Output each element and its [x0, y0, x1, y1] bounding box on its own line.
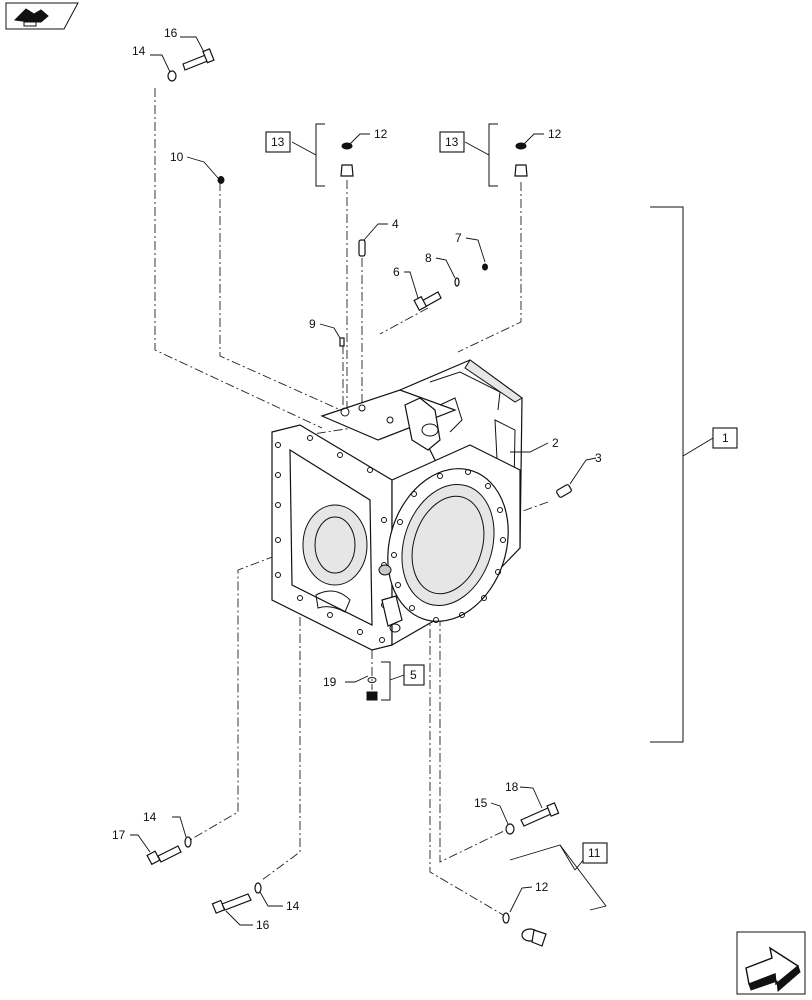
box-11[interactable]: 11: [582, 842, 608, 864]
next-arrow-icon[interactable]: [736, 931, 806, 995]
front-flange-bolts: [275, 435, 387, 643]
callout-15: 15: [474, 796, 488, 810]
box-13-right[interactable]: 13: [439, 131, 465, 153]
callout-8: 8: [425, 251, 432, 265]
housing-assembly: [271, 359, 523, 651]
svg-text:11: 11: [588, 846, 601, 860]
callout-10: 10: [170, 150, 184, 164]
plug-10: [217, 176, 225, 184]
callout-12-bottom: 12: [535, 880, 549, 894]
bolt-6: [413, 291, 442, 311]
washer-14-bottom: [254, 882, 262, 894]
svg-text:13: 13: [271, 135, 285, 149]
svg-text:1: 1: [722, 431, 729, 445]
hardware-parts: [146, 48, 572, 947]
washer-8: [454, 277, 460, 287]
seal-12-bottom: [502, 912, 510, 924]
callout-14-bottom: 14: [286, 899, 300, 913]
plug-5: [366, 691, 378, 701]
callout-labels: 16 14 10 12 12 4 7 8 6 9 2 3 19 14 17 14…: [112, 26, 602, 932]
washer-15: [505, 823, 515, 835]
callout-7: 7: [455, 231, 462, 245]
seal-19: [367, 677, 377, 683]
pin-7: [482, 263, 488, 271]
callout-17: 17: [112, 828, 126, 842]
pin-4: [358, 239, 366, 257]
pin-9: [339, 337, 345, 347]
callout-16-top: 16: [164, 26, 178, 40]
plug-13-right: [514, 164, 528, 177]
bolt-18: [520, 802, 560, 827]
callout-3: 3: [595, 451, 602, 465]
bolt-16-bottom: [211, 893, 252, 914]
seal-12-left: [341, 142, 353, 150]
callout-6: 6: [393, 265, 400, 279]
callout-14-left: 14: [143, 810, 157, 824]
bolt-16-top: [182, 48, 215, 71]
callout-16-bottom: 16: [256, 918, 270, 932]
fitting-bottom: [521, 928, 547, 947]
svg-text:13: 13: [445, 135, 459, 149]
boxed-callouts: 13 13 1 5 11: [265, 131, 738, 864]
callout-12-left: 12: [374, 127, 388, 141]
callout-2: 2: [552, 436, 559, 450]
callout-9: 9: [309, 317, 316, 331]
callout-18: 18: [505, 780, 519, 794]
bolt-17: [146, 845, 182, 866]
callout-12-right: 12: [548, 127, 562, 141]
dowel-3: [556, 484, 572, 498]
leader-lines: [130, 36, 597, 926]
box-1[interactable]: 1: [712, 427, 738, 449]
assembly-lines: [154, 88, 549, 917]
round-flange-bolts: [391, 469, 506, 623]
box-5[interactable]: 5: [403, 664, 425, 686]
callout-4: 4: [392, 217, 399, 231]
box-13-left[interactable]: 13: [265, 131, 291, 153]
seal-12-right: [515, 142, 527, 150]
plug-13-left: [340, 164, 354, 177]
washer-14-top: [167, 70, 177, 82]
callout-14-top: 14: [132, 44, 146, 58]
book-nav-icon[interactable]: [5, 2, 79, 30]
callout-19: 19: [323, 675, 337, 689]
svg-text:5: 5: [410, 668, 417, 682]
washer-14-left: [184, 836, 192, 848]
